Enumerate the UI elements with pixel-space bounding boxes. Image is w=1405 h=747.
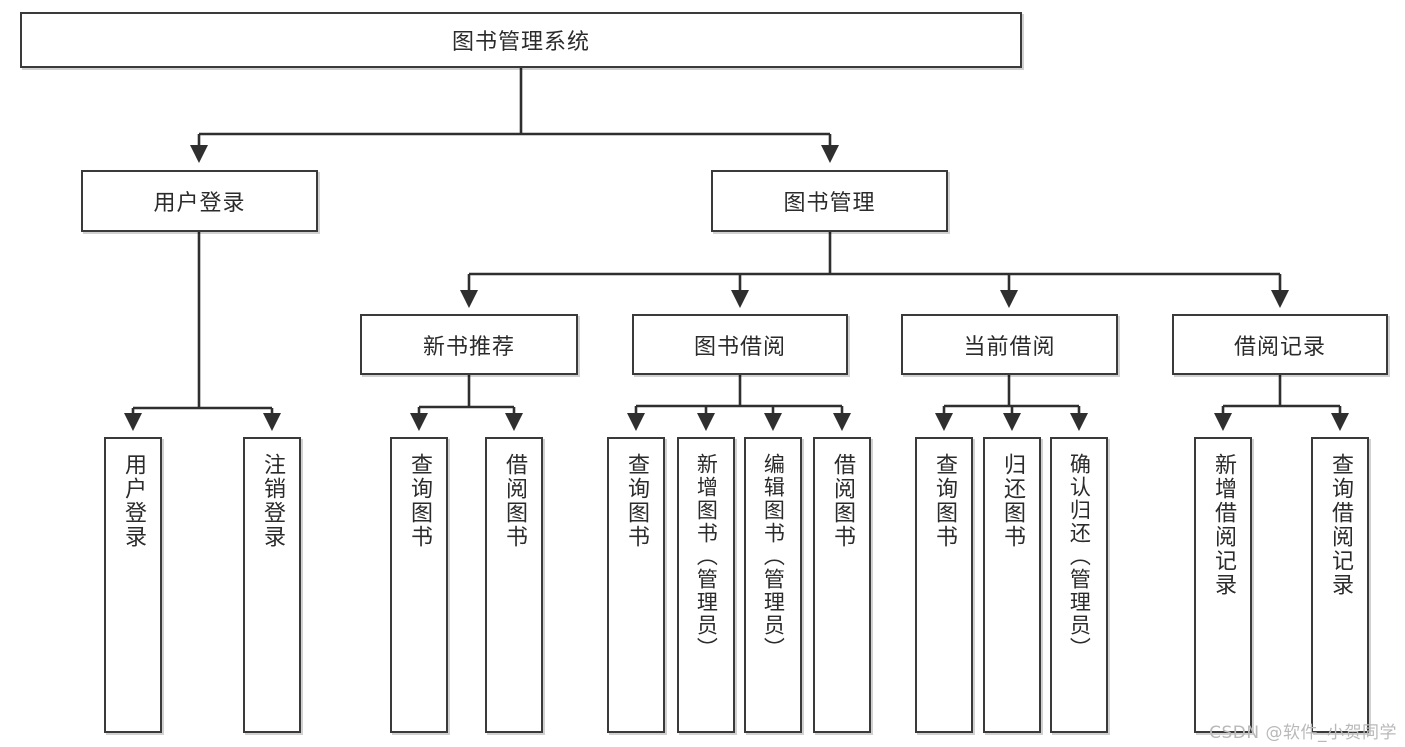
- node-book-borrow-label: 图书借阅: [693, 334, 786, 360]
- node-leaf-query-borrow-record[interactable]: 查询借阅记录: [1311, 437, 1369, 733]
- node-leaf-add-book-admin-label: 新增图书（管理员）: [694, 453, 719, 660]
- node-leaf-query-borrow-record-label: 查询借阅记录: [1327, 453, 1353, 597]
- node-leaf-user-login[interactable]: 用户登录: [104, 437, 162, 733]
- node-user-login[interactable]: 用户登录: [81, 170, 318, 232]
- node-current-borrow-label: 当前借阅: [963, 334, 1056, 360]
- node-borrow-record[interactable]: 借阅记录: [1172, 314, 1388, 375]
- node-leaf-edit-book-admin-label: 编辑图书（管理员）: [761, 453, 786, 660]
- node-root-label: 图书管理系统: [451, 30, 590, 55]
- node-leaf-borrow-book-label: 借阅图书: [829, 453, 855, 549]
- node-book-manage[interactable]: 图书管理: [711, 170, 948, 232]
- node-leaf-confirm-return-label: 确认归还（管理员）: [1067, 453, 1092, 660]
- node-user-login-label: 用户登录: [153, 191, 246, 216]
- node-leaf-borrow-book[interactable]: 借阅图书: [813, 437, 871, 733]
- csdn-watermark: CSDN @软件_小贺同学: [1209, 723, 1397, 743]
- node-current-borrow[interactable]: 当前借阅: [901, 314, 1118, 375]
- node-leaf-add-borrow-record-label: 新增借阅记录: [1210, 453, 1236, 597]
- node-leaf-borrow-query-book-label: 查询图书: [623, 453, 649, 549]
- node-leaf-return-book[interactable]: 归还图书: [983, 437, 1041, 733]
- node-borrow-record-label: 借阅记录: [1233, 334, 1326, 360]
- node-leaf-borrow-query-book[interactable]: 查询图书: [607, 437, 665, 733]
- node-leaf-cur-query-book[interactable]: 查询图书: [915, 437, 973, 733]
- node-leaf-confirm-return[interactable]: 确认归还（管理员）: [1050, 437, 1108, 733]
- node-new-book-rec[interactable]: 新书推荐: [360, 314, 578, 375]
- node-leaf-user-logout[interactable]: 注销登录: [243, 437, 301, 733]
- node-leaf-user-login-label: 用户登录: [120, 453, 146, 549]
- node-new-book-rec-label: 新书推荐: [422, 334, 515, 360]
- node-root[interactable]: 图书管理系统: [20, 12, 1022, 68]
- node-leaf-rec-borrow-book[interactable]: 借阅图书: [485, 437, 543, 733]
- node-leaf-user-logout-label: 注销登录: [259, 453, 285, 549]
- node-leaf-rec-borrow-book-label: 借阅图书: [501, 453, 527, 549]
- node-book-manage-label: 图书管理: [783, 191, 876, 216]
- node-leaf-edit-book-admin[interactable]: 编辑图书（管理员）: [744, 437, 802, 733]
- node-leaf-rec-query-book-label: 查询图书: [406, 453, 432, 549]
- node-leaf-return-book-label: 归还图书: [999, 453, 1025, 549]
- node-book-borrow[interactable]: 图书借阅: [632, 314, 848, 375]
- node-leaf-rec-query-book[interactable]: 查询图书: [390, 437, 448, 733]
- node-leaf-cur-query-book-label: 查询图书: [931, 453, 957, 549]
- node-leaf-add-borrow-record[interactable]: 新增借阅记录: [1194, 437, 1252, 733]
- node-leaf-add-book-admin[interactable]: 新增图书（管理员）: [677, 437, 735, 733]
